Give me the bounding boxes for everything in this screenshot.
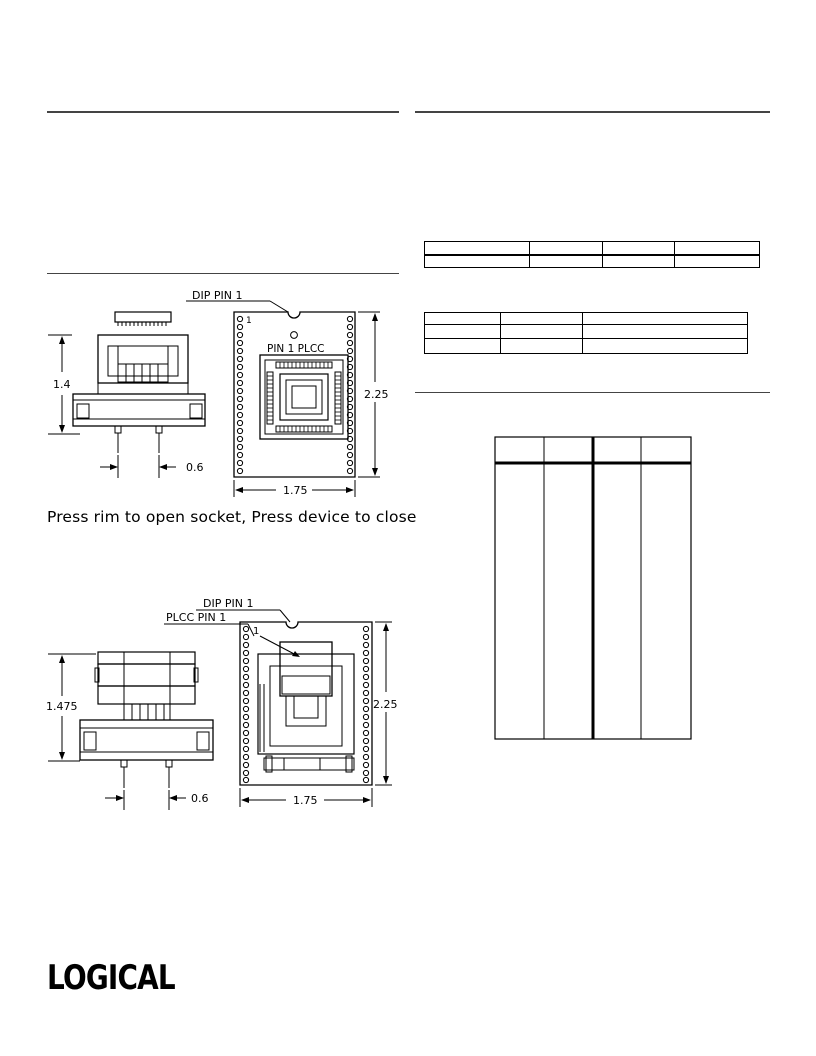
socket1-pitch-dim: 0.6: [186, 461, 204, 474]
socket2-top-view: DIP PIN 1 PLCC PIN 1 1 2.25: [164, 597, 398, 807]
socket2-width-dim: 1.75: [293, 794, 318, 807]
socket1-pin1-number: 1: [246, 316, 252, 326]
pinout-table: [494, 436, 692, 740]
socket2-dip-pin-label: DIP PIN 1: [203, 597, 253, 610]
socket1-width-dim: 1.75: [283, 484, 308, 497]
section-rule-left-mid: [47, 273, 399, 274]
section-rule-right-top: [415, 111, 770, 113]
socket1-height-dim: 1.4: [53, 378, 71, 391]
socket1-top-view: DIP PIN 1 1 PIN 1 PLCC 2.25: [186, 289, 389, 497]
socket2-pin1-number: 1: [253, 626, 259, 637]
socket2-side-view: 1.475 0.6: [46, 651, 214, 810]
socket1-side-view: 1.4 0.6: [48, 311, 206, 478]
socket1-length-dim: 2.25: [364, 388, 389, 401]
socket2-length-dim: 2.25: [373, 698, 398, 711]
socket2-pitch-dim: 0.6: [191, 792, 209, 805]
socket1-pin1-plcc-label: PIN 1 PLCC: [267, 343, 324, 355]
spec-table-2: [424, 312, 748, 354]
section-rule-left-top: [47, 111, 399, 113]
spec-table-1: [424, 241, 760, 268]
logical-logo: LOGICAL: [47, 958, 176, 998]
socket2-height-dim: 1.475: [46, 700, 78, 713]
socket1-dip-pin-label: DIP PIN 1: [192, 289, 242, 302]
socket2-plcc-pin-label: PLCC PIN 1: [166, 611, 226, 624]
socket1-caption: Press rim to open socket, Press device t…: [47, 508, 417, 526]
section-rule-right-mid: [415, 392, 770, 393]
